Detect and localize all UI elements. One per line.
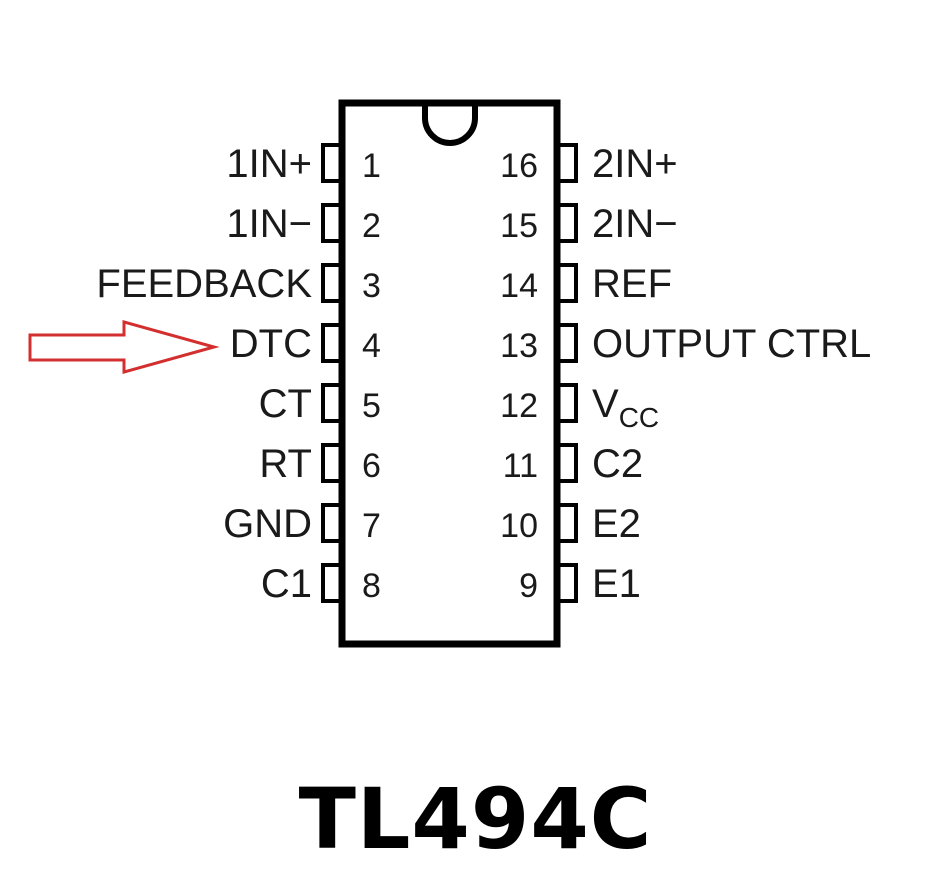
pin-11-number: 11: [503, 447, 538, 485]
pin-8-lead: [321, 563, 344, 603]
pin-16-lead: [555, 143, 578, 183]
pin-3-number: 3: [362, 267, 381, 305]
pin-14-number: 14: [500, 267, 538, 305]
pin-1-number: 1: [362, 147, 381, 185]
pin-1-label: 1IN+: [226, 142, 312, 186]
pin-12-label: VCC: [592, 382, 659, 433]
pin-14-lead: [555, 263, 578, 303]
pin-8-number: 8: [362, 567, 381, 605]
pin-7-label: GND: [223, 502, 312, 546]
pin-5-number: 5: [362, 387, 381, 425]
highlight-arrow: [28, 320, 220, 374]
pin-6-number: 6: [362, 447, 381, 485]
pin-11-lead: [555, 443, 578, 483]
pin-4: 4 DTC: [230, 322, 381, 366]
pin-16: 16 2IN+: [500, 142, 677, 186]
pin-11: 11 C2: [503, 442, 643, 486]
pin-7-lead: [321, 503, 344, 543]
pin-16-label: 2IN+: [592, 142, 678, 186]
pin-15-number: 15: [500, 207, 538, 245]
pin-10-label: E2: [592, 502, 641, 546]
pin-9-label: E1: [592, 562, 641, 606]
pin-13-number: 13: [500, 327, 538, 365]
pin-2-lead: [321, 203, 344, 243]
pin-3-lead: [321, 263, 344, 303]
pin-12: 12 VCC: [500, 382, 659, 433]
pin-7: 7 GND: [223, 502, 381, 546]
pin-12-number: 12: [500, 387, 538, 425]
pin-3-label: FEEDBACK: [96, 262, 312, 306]
pinout-diagram: 1 1IN+ 2 1IN− 3 FEEDBACK 4 DTC 5 CT 6 RT 7 GND 8 C1 16 2…: [28, 99, 871, 648]
pin-15: 15 2IN−: [500, 202, 677, 246]
pin-5: 5 CT: [259, 382, 381, 426]
pin-11-label: C2: [592, 442, 643, 486]
pin-9-number: 9: [519, 567, 538, 605]
pin-9-lead: [555, 563, 578, 603]
pin-13: 13 OUTPUT CTRL: [500, 322, 871, 366]
pin-8-label: C1: [261, 562, 312, 606]
pin-4-lead: [321, 323, 344, 363]
pin-1-lead: [321, 143, 344, 183]
pin-15-label: 2IN−: [592, 202, 678, 246]
pin-16-number: 16: [500, 147, 538, 185]
pin-7-number: 7: [362, 507, 381, 545]
pin-6: 6 RT: [259, 442, 381, 486]
pin1-notch: [422, 103, 478, 146]
pin-12-lead: [555, 383, 578, 423]
pin-5-lead: [321, 383, 344, 423]
pin-6-lead: [321, 443, 344, 483]
pin-4-label: DTC: [230, 322, 312, 366]
pin-10-number: 10: [500, 507, 538, 545]
pin-4-number: 4: [362, 327, 381, 365]
pin-2: 2 1IN−: [226, 202, 381, 246]
pin-15-lead: [555, 203, 578, 243]
pin-5-label: CT: [259, 382, 312, 426]
pin-8: 8 C1: [261, 562, 381, 606]
pin-14: 14 REF: [500, 262, 672, 306]
pin-6-label: RT: [259, 442, 312, 486]
pin-14-label: REF: [592, 262, 672, 306]
chip-body: [338, 99, 561, 648]
pin-9: 9 E1: [519, 562, 641, 606]
part-number: TL494C: [298, 770, 653, 868]
pin-1: 1 1IN+: [226, 142, 381, 186]
pin-2-label: 1IN−: [226, 202, 312, 246]
pin-13-label: OUTPUT CTRL: [592, 322, 871, 366]
pin-2-number: 2: [362, 207, 381, 245]
pin-10-lead: [555, 503, 578, 543]
pin-13-lead: [555, 323, 578, 363]
pin-3: 3 FEEDBACK: [96, 262, 381, 306]
pin-10: 10 E2: [500, 502, 641, 546]
